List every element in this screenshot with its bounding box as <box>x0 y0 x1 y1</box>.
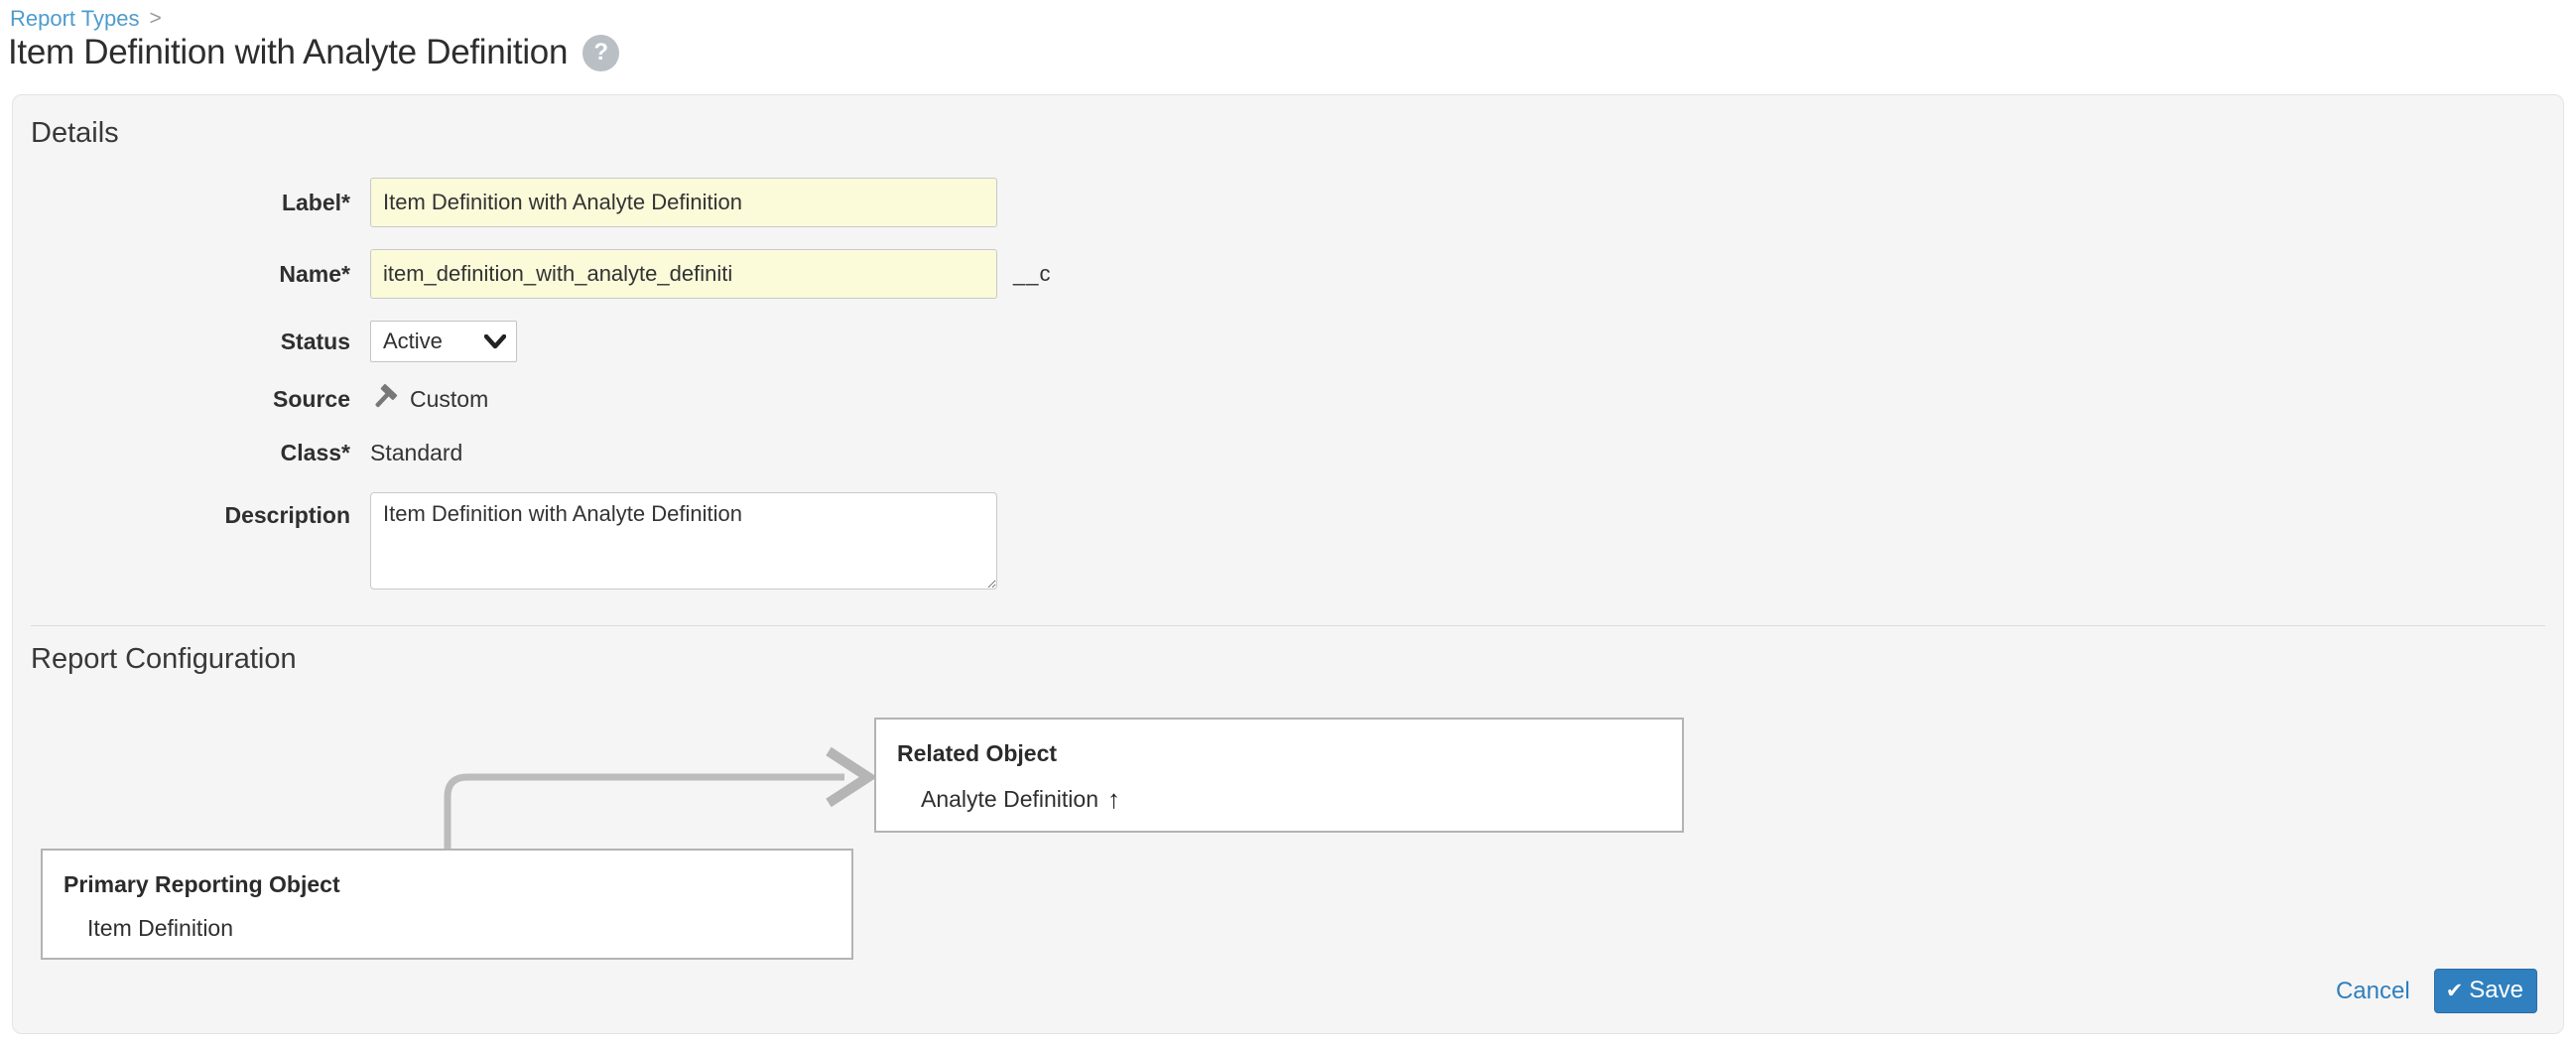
details-section-heading: Details <box>31 117 119 149</box>
class-field-label: Class* <box>280 440 350 466</box>
hammer-icon <box>375 384 398 408</box>
class-value: Standard <box>370 440 463 466</box>
section-divider <box>31 625 2545 626</box>
name-suffix: __c <box>1013 261 1052 287</box>
name-row: Name* __c <box>13 249 2563 300</box>
save-button-label: Save <box>2469 977 2523 1003</box>
primary-reporting-object-box[interactable]: Primary Reporting Object Item Definition <box>41 849 853 961</box>
related-object-value: Analyte Definition <box>921 786 1098 813</box>
primary-reporting-object-title: Primary Reporting Object <box>64 871 340 898</box>
save-button[interactable]: ✔ Save <box>2433 969 2537 1013</box>
primary-reporting-object-value: Item Definition <box>87 915 234 942</box>
related-object-box[interactable]: Related Object Analyte Definition ↑ <box>874 718 1684 834</box>
class-row: Class* Standard <box>13 440 2563 466</box>
description-field-label: Description <box>224 502 350 529</box>
form-panel: Details Label* Name* __c Status Active S… <box>12 94 2564 1034</box>
source-value: Custom <box>410 385 489 412</box>
breadcrumb-link-report-types[interactable]: Report Types <box>10 6 140 31</box>
status-row: Status Active <box>13 321 2563 363</box>
description-row: Description Item Definition with Analyte… <box>13 492 2563 591</box>
source-row: Source Custom <box>13 384 2563 414</box>
label-field-label: Label* <box>281 189 350 215</box>
chevron-down-icon <box>484 333 506 349</box>
footer-actions: Cancel ✔ Save <box>2336 969 2537 1013</box>
source-field-label: Source <box>273 385 350 412</box>
breadcrumb: Report Types > <box>10 6 162 32</box>
name-input[interactable] <box>370 249 997 300</box>
report-configuration-heading: Report Configuration <box>31 643 297 675</box>
related-object-title: Related Object <box>897 740 1058 767</box>
status-select[interactable]: Active <box>370 321 517 363</box>
check-icon: ✔ <box>2445 979 2464 1002</box>
description-textarea[interactable]: Item Definition with Analyte Definition <box>370 492 997 591</box>
report-configuration-section: Report Configuration Related Object Anal… <box>13 625 2563 993</box>
help-icon[interactable]: ? <box>582 34 620 71</box>
label-row: Label* <box>13 178 2563 228</box>
name-field-label: Name* <box>279 260 350 287</box>
label-input[interactable] <box>370 178 997 228</box>
cancel-button[interactable]: Cancel <box>2335 977 2410 1004</box>
status-field-label: Status <box>280 328 350 354</box>
breadcrumb-separator: > <box>149 7 162 30</box>
page-header: Item Definition with Analyte Definition … <box>8 33 620 72</box>
up-arrow-icon: ↑ <box>1107 784 1120 815</box>
page-title: Item Definition with Analyte Definition <box>8 33 569 71</box>
report-configuration-diagram: Related Object Analyte Definition ↑ Prim… <box>13 696 2563 993</box>
status-selected-value: Active <box>383 329 443 354</box>
